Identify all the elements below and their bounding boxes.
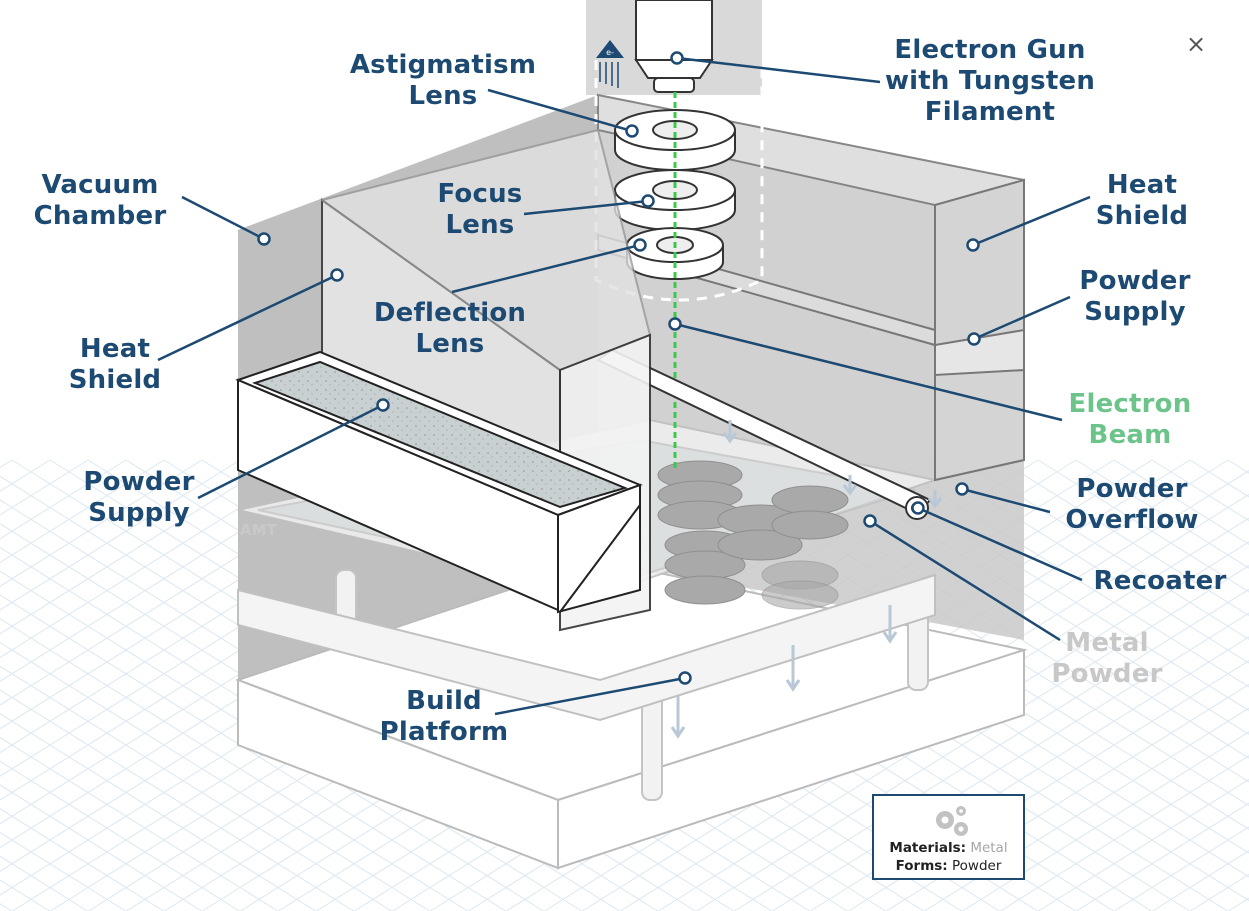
- amt-watermark: AMT: [240, 521, 278, 539]
- electron-gun: [634, 0, 714, 93]
- label-electron-gun: Electron Gun with Tungsten Filament: [884, 35, 1096, 127]
- legend-forms-value: Powder: [952, 858, 1002, 874]
- lens-stack: [614, 109, 736, 280]
- label-heat-shield-right: Heat Shield: [1095, 170, 1189, 231]
- label-powder-supply-left: Powder Supply: [83, 467, 195, 528]
- legend-materials-key: Materials:: [889, 840, 967, 856]
- motion-arrows: [670, 420, 943, 739]
- label-build-platform: Build Platform: [379, 686, 509, 747]
- legend-forms-row: Forms: Powder: [874, 858, 1023, 874]
- label-astigmatism-lens: Astigmatism Lens: [349, 50, 537, 111]
- label-deflection-lens: Deflection Lens: [373, 298, 527, 359]
- electron-emission-icon: e-: [596, 40, 624, 88]
- legend-forms-key: Forms:: [895, 858, 948, 874]
- leader-markers: [257, 51, 981, 685]
- legend-materials-value: Metal: [970, 840, 1008, 856]
- metal-parts: [657, 460, 849, 610]
- label-heat-shield-left: Heat Shield: [68, 334, 162, 395]
- close-button[interactable]: ×: [1185, 30, 1207, 58]
- label-powder-supply-right: Powder Supply: [1079, 266, 1191, 327]
- label-recoater: Recoater: [1093, 566, 1227, 596]
- label-metal-powder: Metal Powder: [1051, 628, 1163, 689]
- svg-text:e-: e-: [606, 48, 614, 57]
- focus-lens-ring: [614, 169, 736, 231]
- materials-legend: Materials: Metal Forms: Powder: [872, 794, 1025, 880]
- legend-materials-row: Materials: Metal: [874, 840, 1023, 856]
- gears-icon: [936, 806, 968, 836]
- label-powder-overflow: Powder Overflow: [1065, 474, 1199, 535]
- leader-lines: [157, 56, 1091, 716]
- label-electron-beam: Electron Beam: [1068, 389, 1192, 450]
- label-focus-lens: Focus Lens: [437, 179, 523, 240]
- label-vacuum-chamber: Vacuum Chamber: [33, 170, 167, 231]
- gun-enclosure: [594, 60, 764, 302]
- astigmatism-lens-ring: [614, 109, 736, 171]
